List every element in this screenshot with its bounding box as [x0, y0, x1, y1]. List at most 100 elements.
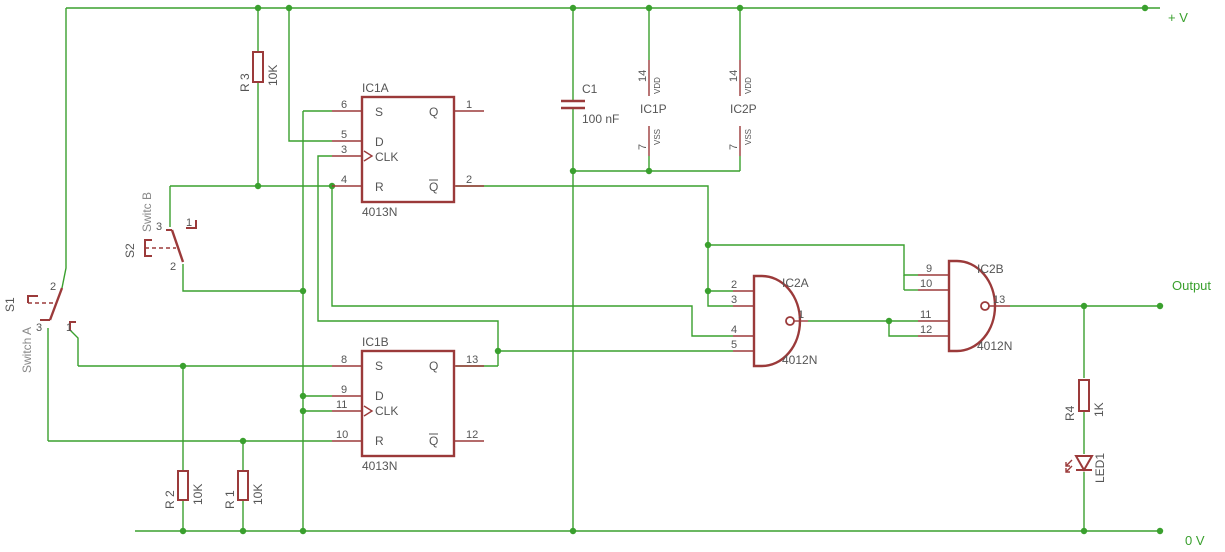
ic1a-pin-r: 4: [341, 174, 347, 186]
junction: [299, 527, 307, 535]
ic1p-lbl-vdd: VDD: [653, 77, 662, 94]
c1-name: C1: [582, 82, 598, 96]
ic1a-lbl-qn: Q: [429, 180, 438, 194]
ic1b-lbl-r: R: [375, 434, 384, 448]
c1-value: 100 nF: [582, 112, 619, 126]
ic1p-lbl-vss: VSS: [653, 129, 662, 145]
junction: [1141, 4, 1149, 12]
junction: [569, 4, 577, 12]
ic2p-lbl-vdd: VDD: [744, 77, 753, 94]
ic2b-pin-out: 13: [993, 294, 1005, 306]
junction: [704, 241, 712, 249]
junction: [885, 317, 893, 325]
ic2a-pin-c: 4: [731, 324, 737, 336]
ic1a-flipflop: IC1A 4013N 6 5 3 4 1 2 S D CLK R Q Q: [332, 81, 484, 219]
ic1a-pin-q: 1: [466, 99, 472, 111]
junction: [645, 167, 653, 175]
s2-name: S2: [123, 243, 137, 258]
s2-pin3: 3: [156, 221, 162, 233]
junction: [1156, 527, 1164, 535]
junction: [239, 527, 247, 535]
ic2b-pin-d: 12: [920, 324, 932, 336]
ic1a-name: IC1A: [362, 81, 389, 95]
s1-label: Switch A: [20, 327, 34, 373]
r4-name: R4: [1063, 405, 1077, 421]
junction: [239, 437, 247, 445]
ic2a-name: IC2A: [782, 276, 809, 290]
switch-s1: S1 Switch A 2 3 1: [3, 281, 76, 373]
ic2p-lbl-vss: VSS: [744, 129, 753, 145]
ic1a-lbl-q: Q: [429, 105, 438, 119]
ic1a-lbl-clk: CLK: [375, 150, 398, 164]
supply-label: + V: [1168, 10, 1188, 25]
switch-s2: S2 Switc B 3 1 2: [123, 192, 197, 273]
ic1b-pin-r: 10: [336, 429, 348, 441]
output-label: Output: [1172, 278, 1211, 293]
ic2a-pin-out: 1: [798, 309, 804, 321]
junction: [494, 347, 502, 355]
junction: [299, 407, 307, 415]
junction: [736, 4, 744, 12]
ic2p-pin-vdd: 14: [728, 70, 740, 82]
s2-pin2: 2: [170, 261, 176, 273]
junction: [569, 527, 577, 535]
junction: [179, 362, 187, 370]
junctions: [179, 4, 1164, 535]
ic1b-lbl-s: S: [375, 359, 383, 373]
ic2b-pin-b: 10: [920, 278, 932, 290]
ic1b-pin-d: 9: [341, 384, 347, 396]
r4-value: 1K: [1092, 402, 1106, 417]
ic2a-type: 4012N: [782, 353, 817, 367]
r2-value: 10K: [191, 484, 205, 505]
junction: [1156, 302, 1164, 310]
s2-pin1: 1: [186, 217, 192, 229]
ic1a-type: 4013N: [362, 205, 397, 219]
light-emission-icon: [1065, 459, 1073, 473]
ic1b-lbl-clk: CLK: [375, 404, 398, 418]
ground-label: 0 V: [1185, 533, 1205, 548]
resistor-r3: R 3 10K: [238, 51, 280, 92]
resistor-r1: R 1 10K: [223, 470, 265, 509]
junction: [1080, 302, 1088, 310]
resistor-r4: R4 1K: [1063, 379, 1106, 421]
ic1a-pin-d: 5: [341, 129, 347, 141]
ic2b-pin-a: 9: [926, 263, 932, 275]
led1-name: LED1: [1093, 453, 1107, 483]
r2-name: R 2: [163, 490, 177, 509]
junction: [569, 167, 577, 175]
ic1p-pin-vdd: 14: [637, 70, 649, 82]
r1-name: R 1: [223, 490, 237, 509]
s1-pin1: 1: [66, 322, 72, 334]
s2-label: Switc B: [140, 192, 154, 232]
ic2a-nand-gate: IC2A 4012N 2 3 4 5 1: [731, 274, 817, 368]
ic1p-pin-vss: 7: [637, 144, 649, 150]
capacitor-c1: C1 100 nF: [561, 82, 619, 126]
ic1b-name: IC1B: [362, 335, 389, 349]
ic1b-lbl-qn: Q: [429, 434, 438, 448]
ic1a-pin-clk: 3: [341, 144, 347, 156]
resistor-r2: R 2 10K: [163, 470, 205, 509]
ic1b-lbl-q: Q: [429, 359, 438, 373]
led1: LED1: [1065, 453, 1107, 483]
s1-pin3: 3: [36, 322, 42, 334]
junction: [254, 182, 262, 190]
ic1p-name: IC1P: [640, 102, 667, 116]
ic2a-pin-d: 5: [731, 339, 737, 351]
ic1b-pin-qn: 12: [466, 429, 478, 441]
ic1b-pin-clk: 11: [336, 399, 347, 411]
junction: [1080, 527, 1088, 535]
ic2p-power: IC2P 14 VDD 7 VSS: [728, 60, 757, 156]
ic1b-type: 4013N: [362, 459, 397, 473]
r3-value: 10K: [266, 65, 280, 86]
junction: [704, 287, 712, 295]
ic2p-name: IC2P: [730, 102, 757, 116]
ic1a-lbl-r: R: [375, 180, 384, 194]
ic1b-lbl-d: D: [375, 389, 384, 403]
ic2a-pin-b: 3: [731, 294, 737, 306]
ic2b-type: 4012N: [977, 339, 1012, 353]
ic2b-name: IC2B: [977, 262, 1004, 276]
s1-name: S1: [3, 297, 17, 312]
s1-pin2: 2: [50, 281, 56, 293]
ic2a-pin-a: 2: [731, 279, 737, 291]
